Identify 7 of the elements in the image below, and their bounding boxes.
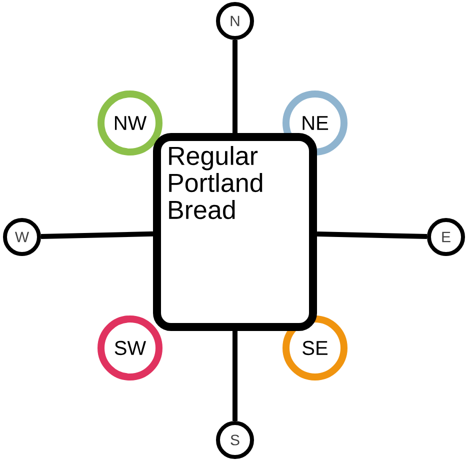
direction-ring: SW <box>98 316 162 380</box>
bread-box: Regular Portland Bread <box>153 133 317 331</box>
connector-line <box>40 231 154 240</box>
connector-line <box>316 231 428 240</box>
connector-line <box>232 40 238 133</box>
connector-line <box>232 331 238 421</box>
direction-ring: NW <box>98 90 162 156</box>
